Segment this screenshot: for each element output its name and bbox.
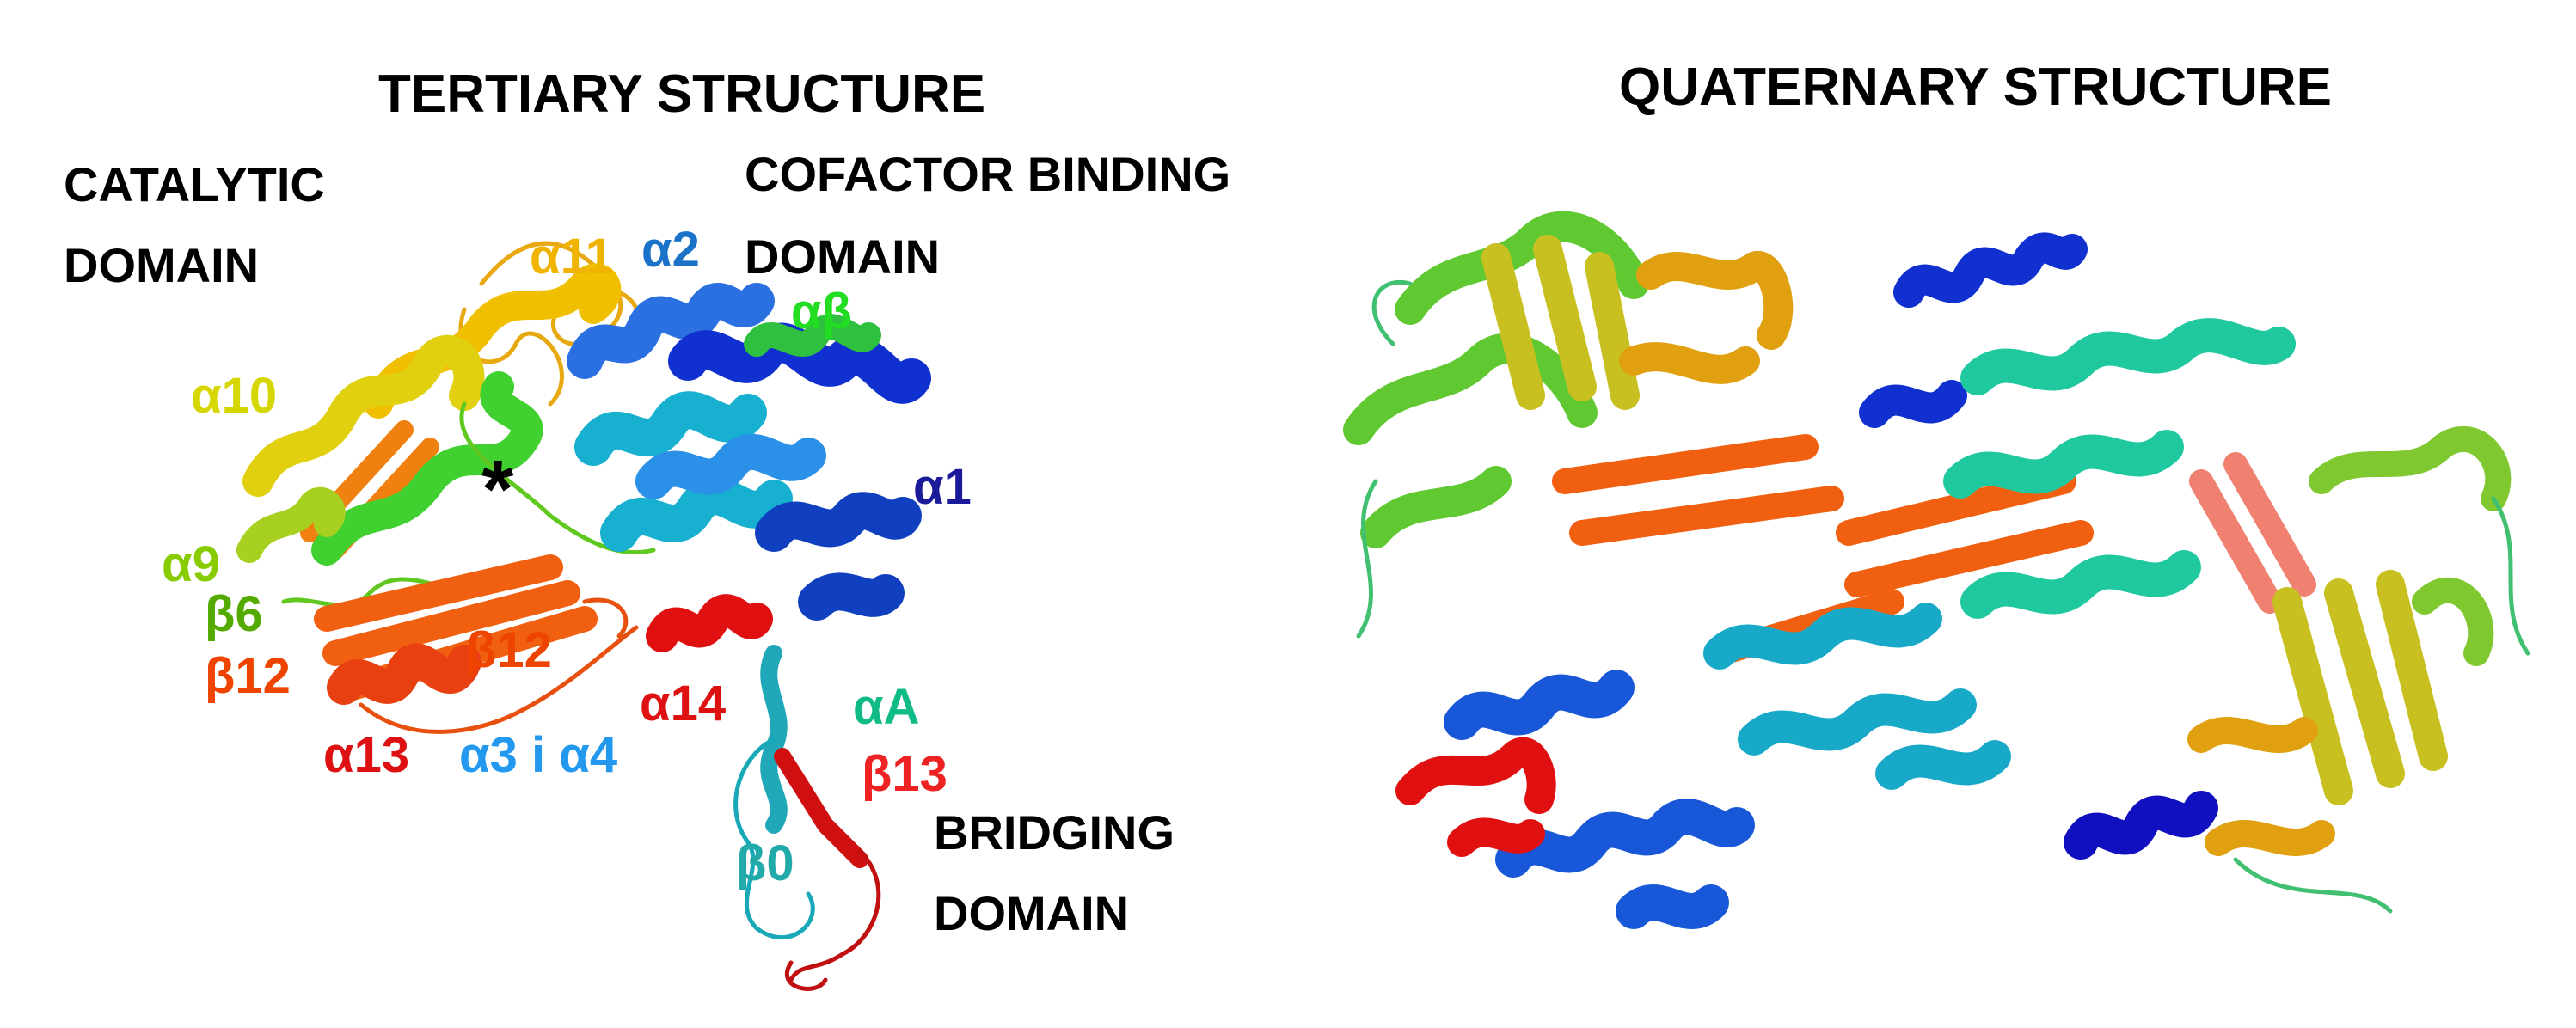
helix-aA <box>760 645 788 834</box>
label-b12-mid: β12 <box>466 622 552 678</box>
q-salmon <box>2189 452 2316 614</box>
tertiary-structure-model <box>236 241 931 991</box>
cyan-helices <box>574 391 793 552</box>
helix-green <box>311 371 543 566</box>
helix-a13 <box>327 643 481 705</box>
q-gold-right <box>2187 717 2335 856</box>
orange-loops <box>359 597 639 734</box>
q-yellow-left <box>1481 235 1640 410</box>
label-aA: αA <box>853 679 920 735</box>
catalytic-domain-label-line1: CATALYTIC <box>64 157 325 211</box>
q-blue-helix-right <box>2064 791 2218 860</box>
label-a14: α14 <box>640 676 726 731</box>
helix-a10 <box>242 334 485 497</box>
catalytic-domain-label-line2: DOMAIN <box>64 238 259 292</box>
q-green-right <box>2309 425 2512 666</box>
q-green-left <box>1343 211 1649 548</box>
cofactor-domain-label-line1: COFACTOR BINDING <box>745 147 1230 201</box>
helix-a2 <box>567 283 775 379</box>
label-b6: β6 <box>205 586 263 642</box>
label-a11: α11 <box>530 229 613 285</box>
helix-ab <box>744 314 881 357</box>
label-a13: α13 <box>323 727 409 783</box>
helix-a3a4 <box>635 433 826 499</box>
bridging-domain-label-line2: DOMAIN <box>934 886 1129 940</box>
q-blue-bottom <box>1444 670 1755 929</box>
q-teal-right <box>1943 318 2296 619</box>
cofactor-domain-label-line2: DOMAIN <box>745 229 940 284</box>
quaternary-structure-model <box>1343 211 2530 929</box>
blue-lower-helix <box>755 492 922 621</box>
q-blue-top <box>1859 232 2088 428</box>
q-loops <box>1356 280 2530 914</box>
label-a1: α1 <box>913 459 972 515</box>
q-gold-left <box>1619 251 1794 384</box>
active-site-asterisk: * <box>481 444 514 535</box>
quaternary-title: QUATERNARY STRUCTURE <box>1619 58 2332 117</box>
label-ab: αβ <box>791 284 852 340</box>
helix-a14 <box>646 594 773 652</box>
label-a10: α10 <box>191 368 277 424</box>
q-yellow-right <box>2272 570 2448 805</box>
q-red-left <box>1395 737 1556 857</box>
label-a9: α9 <box>162 536 220 592</box>
bridging-loop-b0 <box>733 737 815 940</box>
label-b13: β13 <box>862 746 948 802</box>
bridging-domain-label-line1: BRIDGING <box>934 805 1175 860</box>
bridging-loop-red <box>784 848 881 991</box>
q-orange-center <box>1552 434 2094 666</box>
label-a3-a4: α3 i α4 <box>459 727 617 783</box>
q-cyan-center <box>1703 603 2011 790</box>
label-a2: α2 <box>641 222 700 278</box>
helix-a9 <box>236 486 346 563</box>
strand-b13 <box>774 748 868 868</box>
label-b0: β0 <box>736 835 794 891</box>
label-b12-left: β12 <box>205 648 291 704</box>
tertiary-title: TERTIARY STRUCTURE <box>378 64 985 124</box>
